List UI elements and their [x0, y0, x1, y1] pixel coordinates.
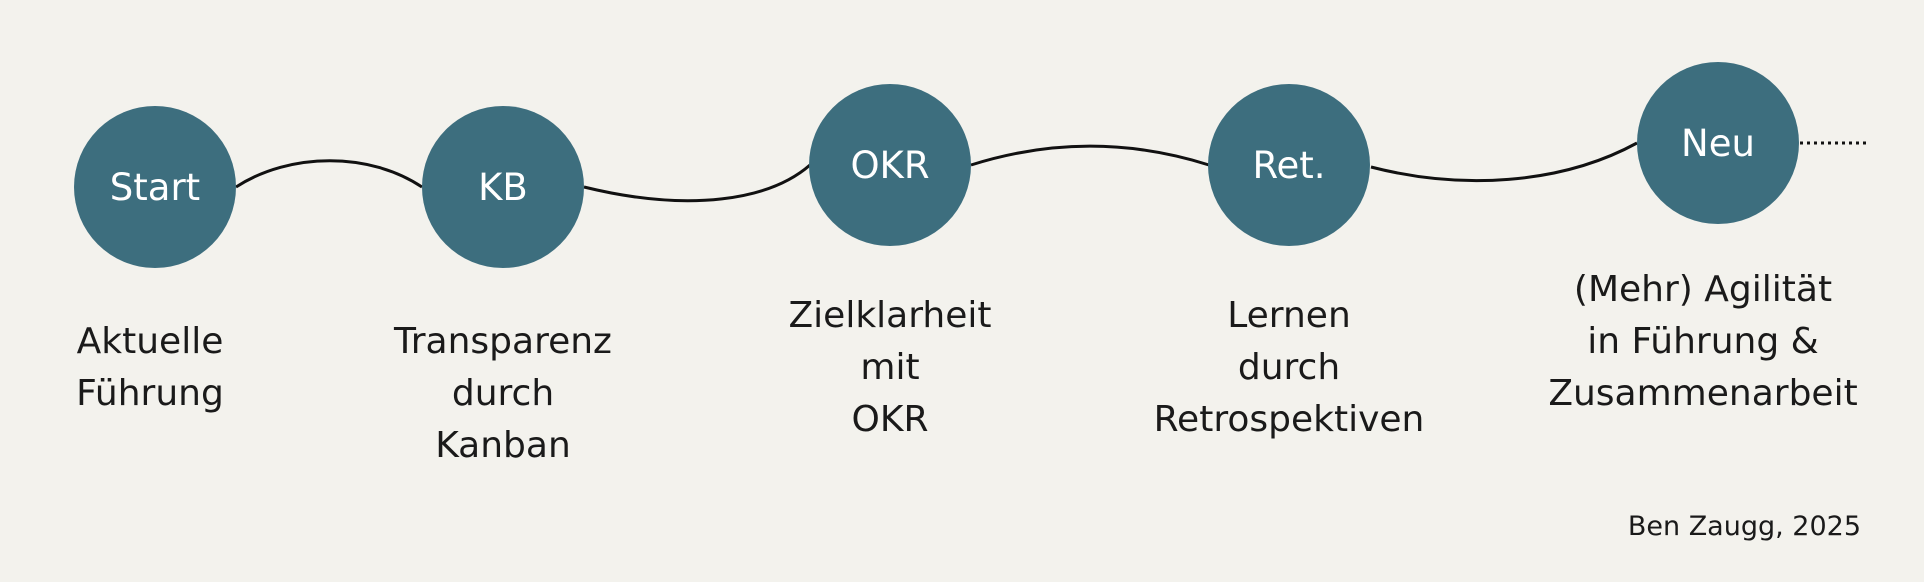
caption-kb-line-3: Kanban — [435, 425, 571, 466]
node-neu-label: Neu — [1681, 121, 1755, 165]
caption-neu: (Mehr) Agilität in Führung & Zusammenarb… — [1523, 264, 1883, 420]
node-ret: Ret. — [1208, 84, 1370, 246]
node-kb-label: KB — [478, 165, 528, 209]
caption-start: Aktuelle Führung — [0, 316, 330, 420]
node-start: Start — [74, 106, 236, 268]
caption-ret-line-2: durch — [1237, 347, 1341, 388]
caption-okr-line-1: Zielklarheit — [788, 295, 992, 336]
node-neu: Neu — [1637, 62, 1799, 224]
caption-kb: Transparenz durch Kanban — [323, 316, 683, 472]
caption-ret-line-3: Retrospektiven — [1153, 399, 1425, 440]
connector-kb-okr — [583, 163, 811, 203]
caption-ret-line-1: Lernen — [1227, 295, 1351, 336]
connector-start-kb — [235, 159, 423, 189]
caption-neu-line-2: in Führung & — [1587, 321, 1819, 362]
node-okr-label: OKR — [850, 143, 930, 187]
node-start-label: Start — [109, 165, 201, 209]
caption-kb-line-1: Transparenz — [394, 321, 612, 362]
node-okr: OKR — [809, 84, 971, 246]
caption-start-line-2: Führung — [76, 373, 224, 414]
caption-ret: Lernen durch Retrospektiven — [1109, 290, 1469, 446]
node-ret-label: Ret. — [1252, 143, 1326, 187]
caption-start-line-1: Aktuelle — [76, 321, 224, 362]
caption-kb-line-2: durch — [451, 373, 555, 414]
connector-okr-ret — [970, 144, 1210, 167]
caption-okr: Zielklarheit mit OKR — [710, 290, 1070, 446]
caption-neu-line-3: Zusammenarbeit — [1548, 373, 1858, 414]
caption-neu-line-1: (Mehr) Agilität — [1573, 269, 1833, 310]
node-kb: KB — [422, 106, 584, 268]
caption-okr-line-2: mit — [860, 347, 920, 388]
author-credit: Ben Zaugg, 2025 — [1627, 511, 1861, 542]
connector-ret-neu — [1370, 141, 1638, 183]
caption-okr-line-3: OKR — [851, 399, 929, 440]
